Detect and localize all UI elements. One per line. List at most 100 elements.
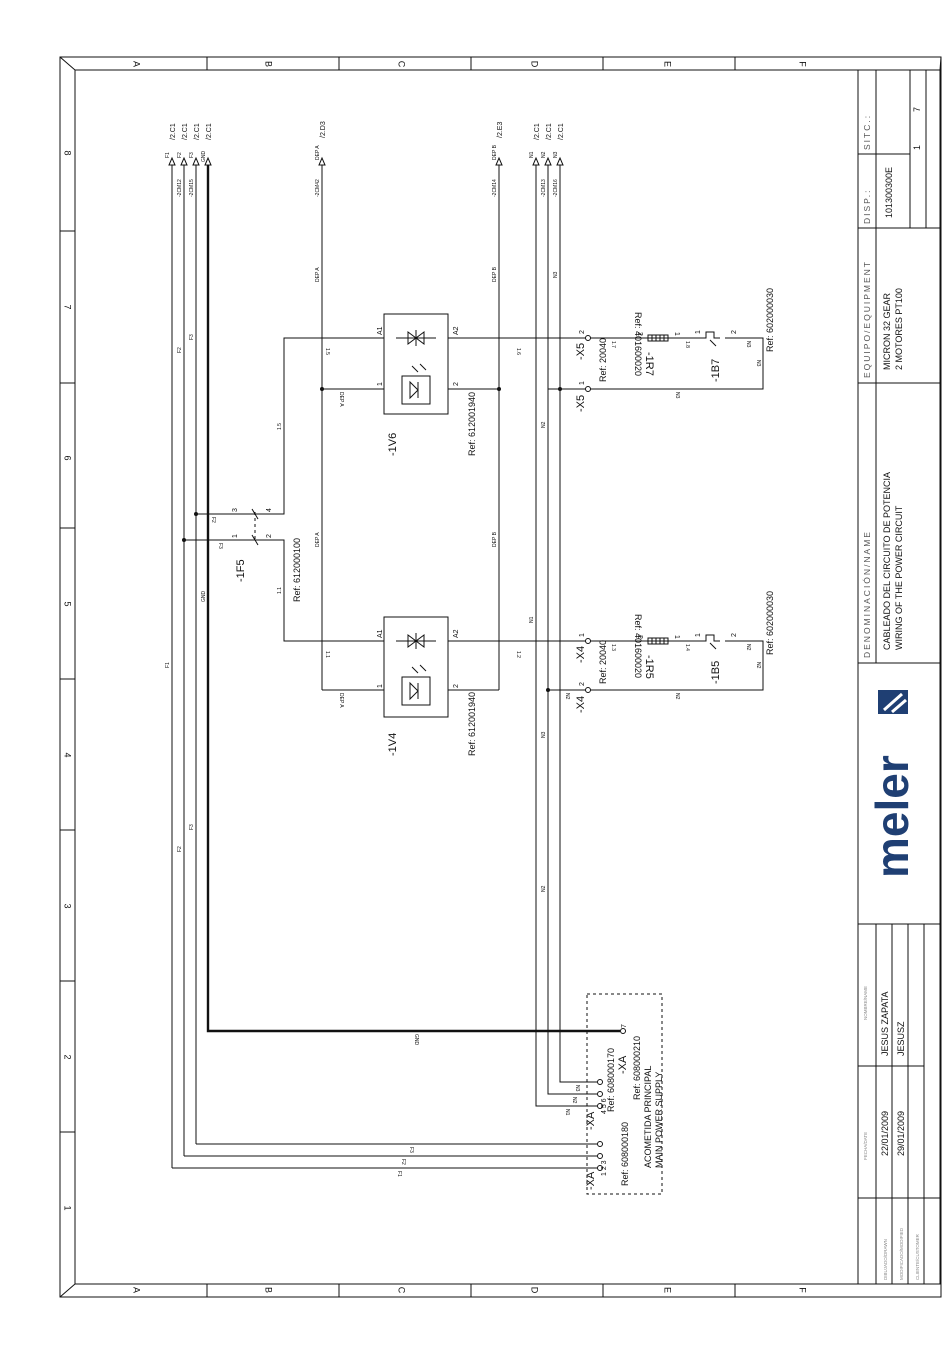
resistor-tag: -1R7 [643,352,655,376]
wire-label: F2 [400,1159,406,1165]
col-letter: F [798,1287,808,1293]
fuse-pin: 3 [232,508,239,512]
ssr-pin: 1 [377,382,384,386]
terminal-tag: -XA [617,1055,629,1074]
wiring [171,165,764,1169]
row-number: 4 [63,752,73,757]
row-number: 7 [63,304,73,309]
terminal-pins: 4 5 6 [601,1098,608,1114]
col-letter: B [264,61,274,67]
brand-logo: meler [866,755,918,878]
thermostat-tag: -1B7 [710,359,722,382]
thermostat-1B7: 1 2 -1B7 Ref: 602000030 [695,288,775,382]
thermostat-pin: 1 [695,633,702,637]
resistor-ref: Ref: 401600020 [633,614,643,678]
ssr-pin: 2 [453,382,460,386]
terminal-ref: Ref: 608000210 [632,1036,642,1100]
terminal-ref: Ref: 608000170 [606,1048,616,1112]
equipment-header: EQUIPO/EQUIPMENT [862,260,872,378]
ssr-pin: A1 [377,326,384,335]
wire-label: F2 [210,517,216,523]
wire-label: N1 [529,616,535,623]
connector-X4: 1 -X4 2 -X4 Ref: 20040 [575,633,608,713]
thermostat-pin: 2 [731,330,738,334]
row-number: 1 [63,1205,73,1210]
col-letter: C [397,61,407,68]
wire-label: DEP A [338,392,344,407]
side-number-band: 8 7 6 5 4 3 2 1 [63,150,73,1210]
connector-pin: 2 [579,682,586,686]
terminal-ref: /2.C1 [546,123,553,140]
connector-pin: 1 [579,381,586,385]
row-number: 5 [63,601,73,606]
bottom-letter-band: A B C D E F [132,1287,808,1294]
top-terminals: F1 /2.C1 F2 /2.C1 F3 /2.C1 GND /2.C1 -2C… [165,121,565,197]
wire-label: F2 [177,347,183,353]
wire-label: N3 [541,731,547,738]
cable-label: -2CM16 [553,179,559,197]
terminal-ref: /2.C1 [558,123,565,140]
connector-ref: Ref: 20040 [598,640,608,684]
wire-label: N2 [541,885,547,892]
supply-title-en: MAIN POWER SUPPLY [654,1072,664,1168]
row-drawn: DIBUJADO/DRAWN [883,1239,888,1280]
col-letter: F [798,61,808,67]
ssr-pin: 1 [377,684,384,688]
wire-label: 1.6 [515,348,521,355]
col-letter: A [132,61,142,67]
wire-label: 1.5 [324,348,330,355]
wire-label: F1 [165,662,171,668]
connector-pin: 1 [579,633,586,637]
resistor-pin: 1 [673,332,680,336]
equipment-line-2: 2 MOTORES PT100 [894,288,904,370]
terminal-label: GND [201,151,207,163]
main-power-supply: -XA 1 2 3 Ref: 608000180 -XA 4 5 6 Ref: … [585,993,664,1195]
fuse-ref: Ref: 612000100 [292,538,302,602]
resistor-pin: 1 [673,635,680,639]
wire-label: 1.1 [324,651,330,658]
disp-header: DISP.: [862,189,872,224]
terminal-label: F3 [189,152,195,158]
terminal-label: DEP A [315,145,321,160]
ssr-tag: -1V6 [387,433,399,456]
name-spanish: CABLEADO DEL CIRCUITO DE POTENCIA [882,472,892,650]
date-header: FECHA/DATE [863,1132,868,1160]
ssr-pin: 2 [453,684,460,688]
brand-mark-icon [878,690,908,714]
title-block: FECHA/DATE NOMBRE/NAME DIBUJADO/DRAWN MO… [857,69,941,1285]
sitc-header: SITC.: [862,114,872,150]
person-modified: JESUSZ [896,1021,906,1056]
wire-label: 1.8 [684,341,690,348]
resistor-ref: Ref: 401600020 [633,312,643,376]
thermostat-pin: 1 [695,330,702,334]
terminal-ref: /2.C1 [182,123,189,140]
resistor-1R7: 2 1 -1R7 Ref: 401600020 [633,312,680,376]
connector-tag: -X5 [575,343,587,360]
denomination-header: DENOMINACIÓN/NAME [862,530,872,658]
col-letter: E [663,61,673,67]
date-drawn: 22/01/2009 [880,1111,890,1156]
thermostat-tag: -1B5 [710,661,722,684]
wire-label: F2 [177,846,183,852]
row-number: 2 [63,1054,73,1059]
terminal-ref: /2.C1 [206,123,213,140]
resistor-1R5: 2 1 -1R5 Ref: 401600020 [633,614,680,679]
ssr-pin: A2 [453,629,460,638]
connector-tag: -X4 [575,696,587,713]
terminal-pin: 7 [621,1024,628,1028]
connector-X5: 2 -X5 1 -X5 Ref: 20040 [575,330,608,412]
terminal-label: F1 [165,152,171,158]
terminal-label: DEP B [492,144,498,160]
cable-label: -2CM12 [177,179,183,197]
wire-label: GND [413,1034,419,1046]
fuse-pin: 4 [266,508,273,512]
row-number: 3 [63,903,73,908]
cable-label: -2CM42 [315,179,321,197]
terminal-ref: /2.E3 [497,122,504,138]
wire-label: 1.7 [610,341,616,348]
top-letter-band: A B C D E F [132,61,808,68]
name-header: NOMBRE/NAME [863,986,868,1020]
wire-label: N2 [571,1097,577,1104]
cable-label: -2CM13 [541,179,547,197]
ssr-pin: A1 [377,629,384,638]
